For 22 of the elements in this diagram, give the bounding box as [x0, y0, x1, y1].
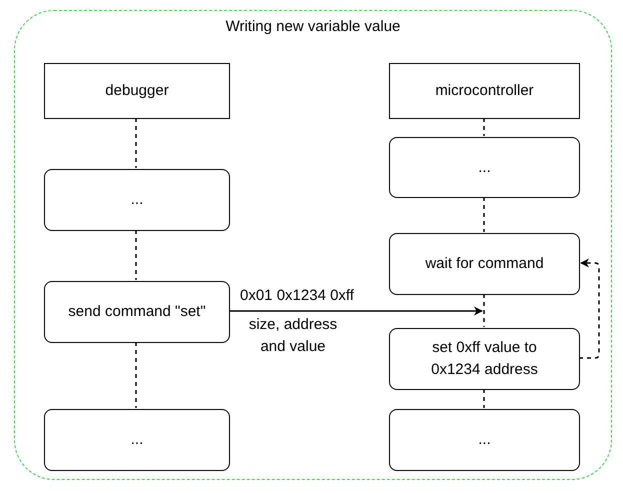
lifeline: [135, 118, 137, 168]
step-box: wait for command: [389, 233, 580, 295]
edge-note: size, address and value: [248, 315, 338, 357]
lifeline: [135, 230, 137, 280]
step-box: ...: [389, 409, 580, 471]
arrow: [229, 306, 483, 316]
group-frame: [14, 10, 612, 480]
arrow: [579, 258, 600, 359]
step-box: ...: [389, 137, 580, 198]
lifeline: [483, 389, 485, 408]
lifeline: [483, 118, 485, 136]
participant-box: debugger: [44, 63, 230, 119]
step-box: set 0xff value to 0x1234 address: [389, 328, 580, 390]
step-box: ...: [44, 169, 230, 231]
lifeline: [135, 342, 137, 408]
participant-box: microcontroller: [389, 63, 580, 119]
group-title: Writing new variable value: [224, 17, 402, 37]
step-box: send command "set": [44, 281, 230, 343]
lifeline: [483, 294, 485, 327]
edge-label: 0x01 0x1234 0xff: [240, 287, 354, 305]
step-box: ...: [44, 409, 230, 471]
lifeline: [483, 197, 485, 232]
